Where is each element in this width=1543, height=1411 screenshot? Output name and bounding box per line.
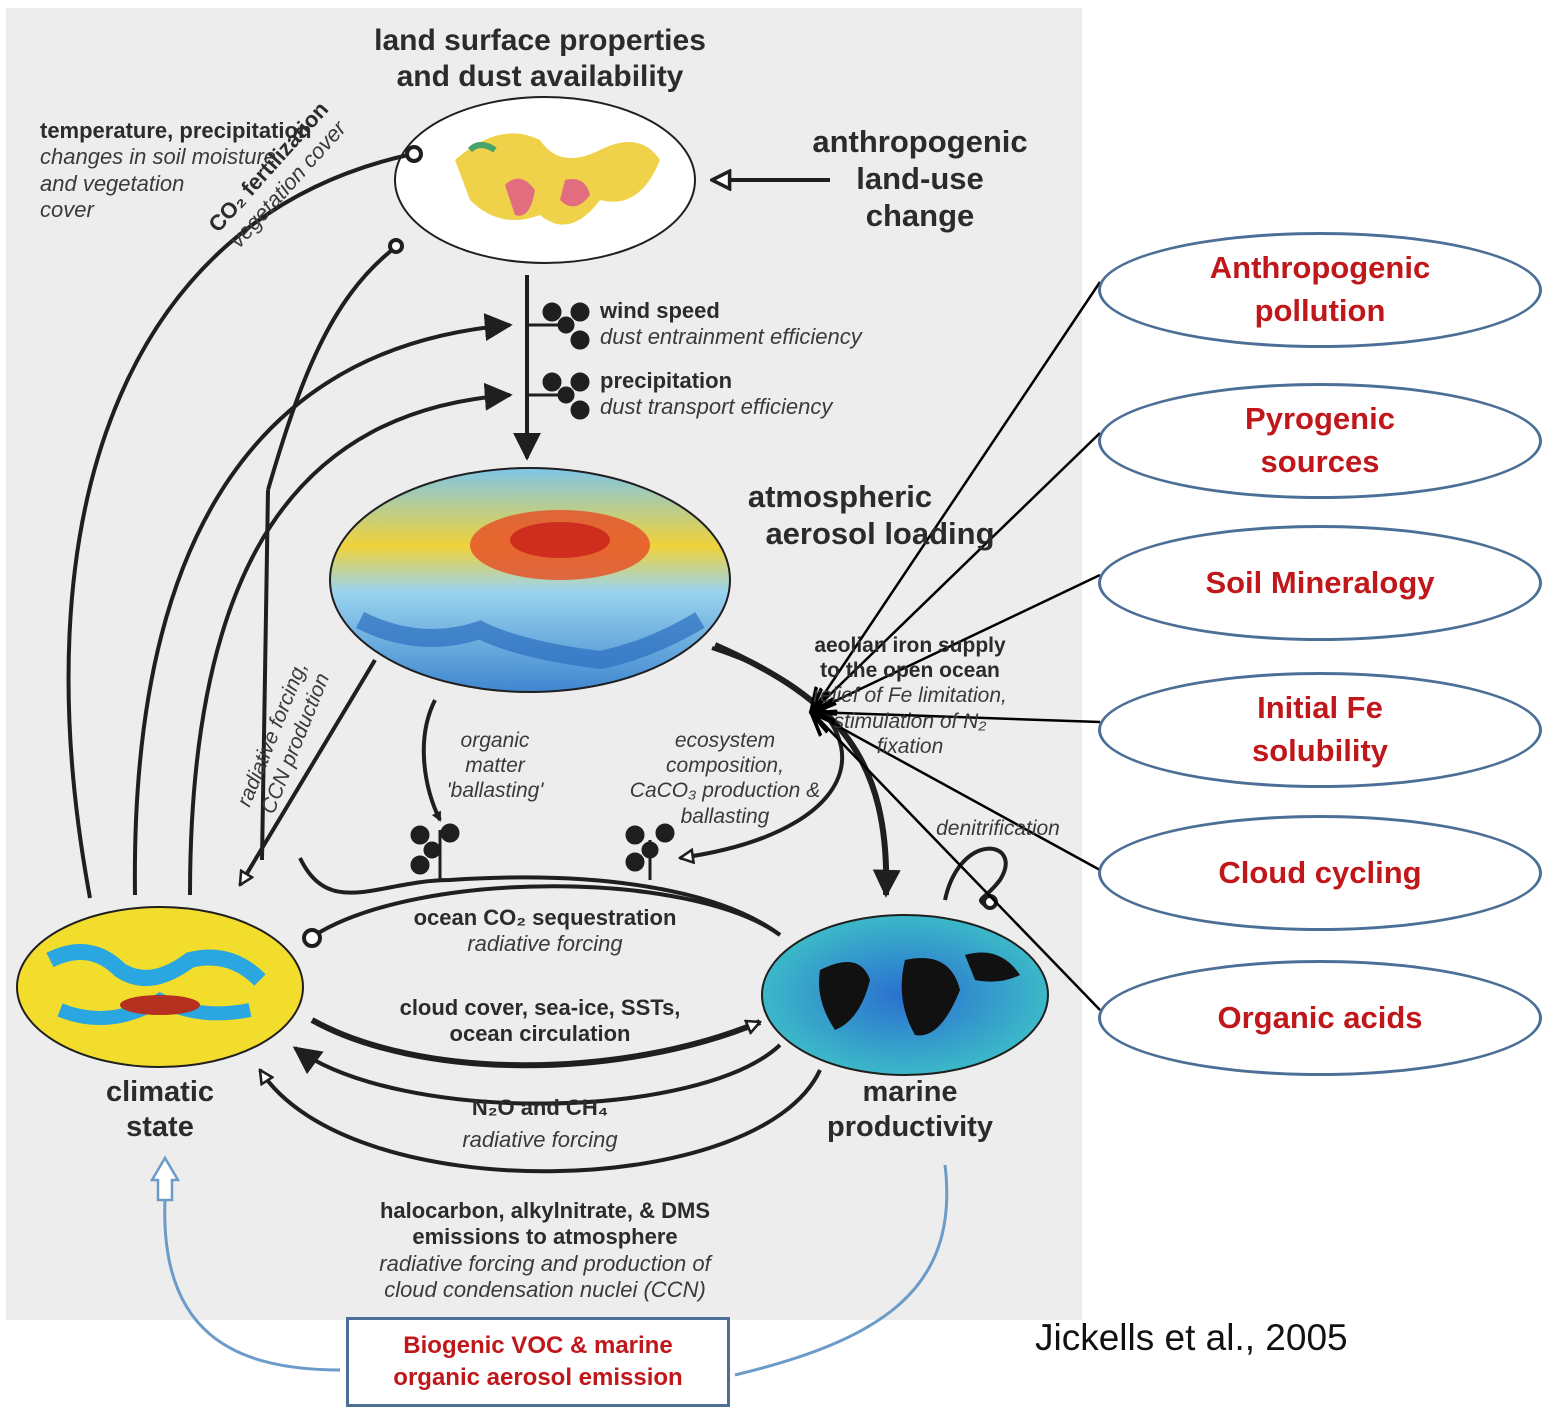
- climate-globe: [16, 906, 304, 1068]
- halocarbon-label: halocarbon, alkylnitrate, & DMS emission…: [379, 1198, 711, 1303]
- aeolian-iron-label: aeolian iron supply to the open ocean re…: [813, 634, 1007, 758]
- factor-arrows: [812, 281, 1102, 1011]
- fan-glyph-precip: [527, 372, 590, 420]
- diagram-arrows: [66, 145, 1008, 1174]
- aerosol-globe: [329, 467, 731, 693]
- marine-globe: [761, 914, 1049, 1076]
- factor-organic-acids: Organic acids: [1098, 960, 1542, 1076]
- ocean-co2-label: ocean CO₂ sequestration radiative forcin…: [413, 905, 677, 957]
- citation: Jickells et al., 2005: [1035, 1317, 1348, 1358]
- n2o-ch4-label: N₂O and CH₄ radiative forcing: [462, 1095, 618, 1153]
- cloud-cover-label: cloud cover, sea-ice, SSTs,ocean circula…: [399, 995, 681, 1047]
- fan-glyph-ecosystem: [625, 823, 675, 880]
- precipitation-label: precipitation dust transport efficiency: [600, 368, 833, 420]
- fan-glyph-wind: [527, 302, 590, 350]
- biogenic-voc-box: Biogenic VOC & marine organic aerosol em…: [346, 1317, 730, 1407]
- factor-soil-mineralogy: Soil Mineralogy: [1098, 525, 1542, 641]
- fan-glyph-organic: [410, 823, 460, 880]
- temp-precip-label: temperature, precipitation changes in so…: [40, 118, 312, 223]
- factor-cloud-cycling: Cloud cycling: [1098, 815, 1542, 931]
- wind-speed-label: wind speed dust entrainment efficiency: [600, 298, 862, 350]
- biogenic-arrow: [149, 1155, 949, 1377]
- land-surface-globe: [394, 96, 696, 264]
- denitrification-label: denitrification: [936, 817, 1060, 840]
